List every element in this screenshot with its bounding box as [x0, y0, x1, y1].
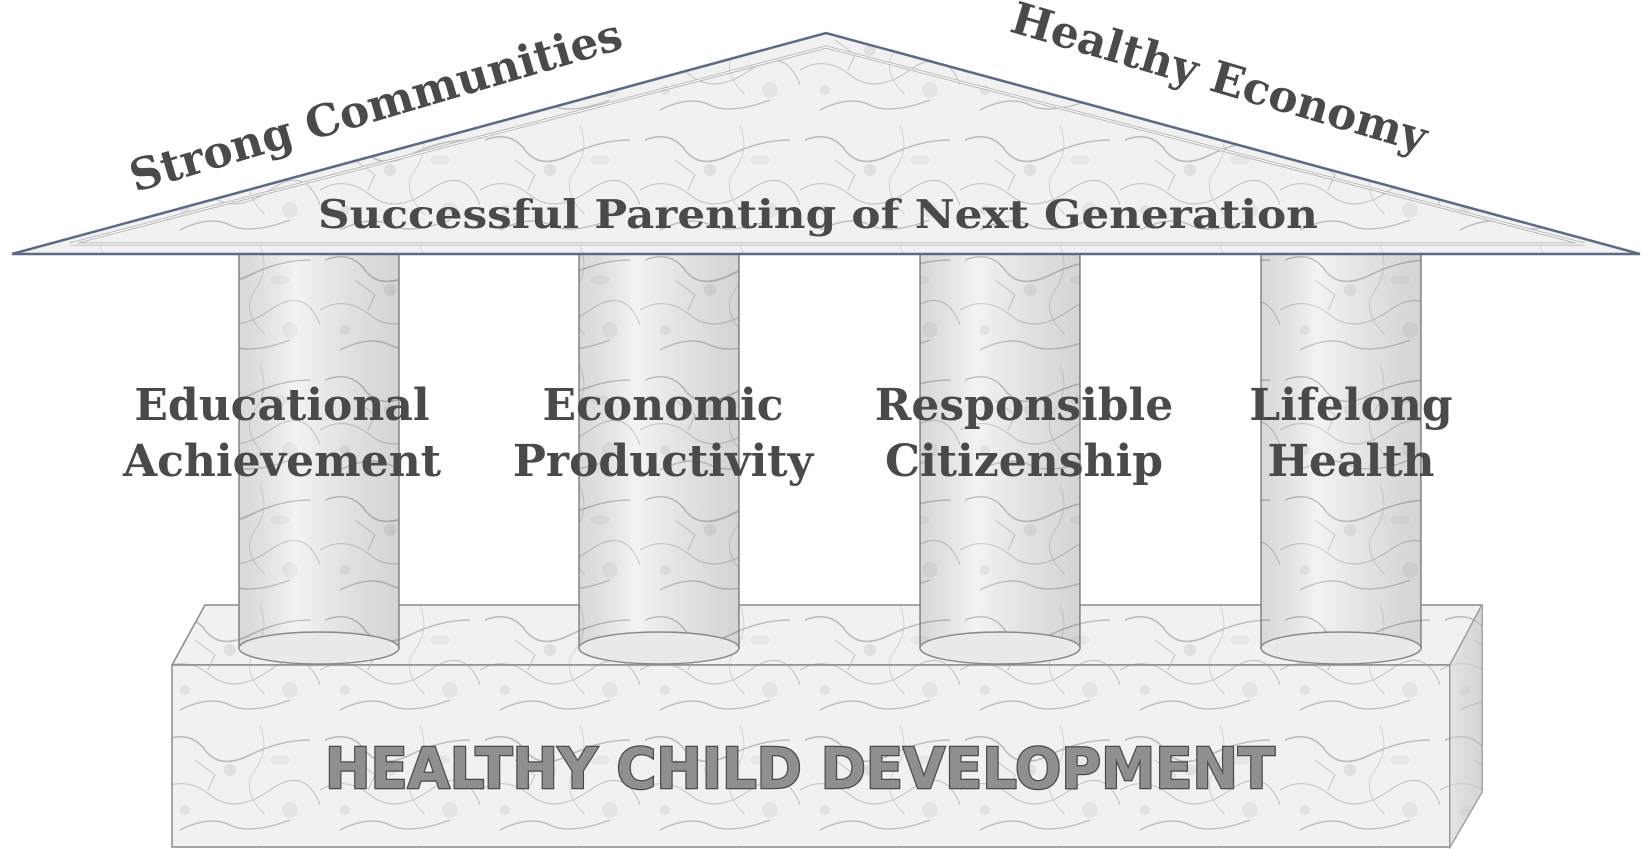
column: [1260, 237, 1422, 665]
base-label: HEALTHY CHILD DEVELOPMENT: [325, 737, 1275, 802]
pillar-label-responsible-citizenship: Responsible Citizenship: [875, 380, 1173, 487]
pillar-label-line: Productivity: [513, 436, 815, 487]
base-front-face: [171, 664, 1451, 848]
roof-pediment: [11, 31, 1641, 256]
column: [919, 237, 1081, 665]
column: [578, 237, 740, 665]
pillar-label-economic-productivity: Economic Productivity: [513, 380, 815, 487]
pillar-label-line: Achievement: [122, 436, 442, 487]
column: [238, 237, 400, 665]
base-block: [170, 604, 1484, 849]
pillar-label-lifelong-health: Lifelong Health: [1249, 380, 1452, 487]
pillar-label-line: Educational: [134, 380, 429, 431]
pillar-label-line: Economic: [542, 380, 783, 431]
pillar-label-line: Lifelong: [1249, 380, 1452, 431]
pillar-label-educational-achievement: Educational Achievement: [122, 380, 442, 487]
roof-center-label: Successful Parenting of Next Generation: [318, 192, 1318, 238]
pillar-label-line: Citizenship: [885, 436, 1163, 487]
pillar-label-line: Responsible: [875, 380, 1173, 431]
pillar-label-line: Health: [1267, 436, 1434, 487]
